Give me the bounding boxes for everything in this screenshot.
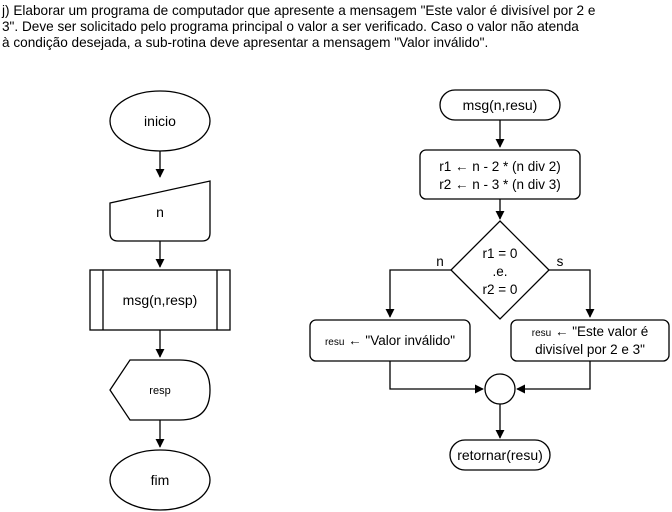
end-label: fim xyxy=(151,472,170,488)
return-terminator: retornar(resu) xyxy=(449,439,551,471)
problem-line-2: 3". Deve ser solicitado pelo programa pr… xyxy=(2,19,579,34)
connector-decision-no xyxy=(385,269,451,318)
invalid-text: ← "Valor inválido" xyxy=(344,333,455,348)
valid-text-1: ← "Este valor é xyxy=(551,324,648,339)
valid-text-2: divisível por 2 e 3" xyxy=(535,342,645,357)
connector-no-to-merge xyxy=(389,361,484,394)
end-terminator: fim xyxy=(109,449,211,511)
valid-assignment-box: resu ← "Este valor é divisível por 2 e 3… xyxy=(510,319,670,362)
return-label: retornar(resu) xyxy=(457,447,543,463)
problem-statement: j) Elaborar um programa de computador qu… xyxy=(2,3,670,51)
subroutine-call-box: msg(n,resp) xyxy=(89,269,231,331)
valid-var: resu xyxy=(532,328,551,339)
merge-connector xyxy=(484,373,516,405)
subroutine-header: msg(n,resu) xyxy=(439,89,561,121)
branch-yes-label: s xyxy=(557,254,564,269)
call-label: msg(n,resp) xyxy=(123,292,198,308)
decision-line-3: r2 = 0 xyxy=(483,282,518,297)
invalid-var: resu xyxy=(325,337,344,348)
subroutine-header-label: msg(n,resu) xyxy=(463,97,538,113)
start-terminator: inicio xyxy=(109,90,211,152)
decision-line-2: .e. xyxy=(492,264,507,279)
problem-line-3: à condição desejada, a sub-rotina deve a… xyxy=(2,35,489,50)
decision-diamond: r1 = 0 .e. r2 = 0 xyxy=(450,220,550,320)
branch-no-label: n xyxy=(436,254,444,269)
display-label: resp xyxy=(149,385,170,397)
svg-text:resu ← "Valor inválido": resu ← "Valor inválido" xyxy=(325,333,455,348)
process-line-2: r2 ← n - 3 * (n div 3) xyxy=(439,177,561,192)
svg-text:resu ← "Este valor é: resu ← "Este valor é xyxy=(532,324,649,339)
input-shape: n xyxy=(109,180,211,242)
problem-line-1: j) Elaborar um programa de computador qu… xyxy=(2,3,596,18)
subroutine-connectors xyxy=(385,120,595,439)
decision-line-1: r1 = 0 xyxy=(483,246,518,261)
invalid-assignment-box: resu ← "Valor inválido" xyxy=(309,319,471,362)
display-shape: resp xyxy=(109,359,211,421)
connector-decision-yes xyxy=(549,269,595,318)
process-line-1: r1 ← n - 2 * (n div 2) xyxy=(439,159,561,174)
process-box: r1 ← n - 2 * (n div 2) r2 ← n - 3 * (n d… xyxy=(419,149,581,200)
start-label: inicio xyxy=(144,113,176,129)
connector-yes-to-merge xyxy=(516,361,591,394)
input-label: n xyxy=(156,204,164,220)
